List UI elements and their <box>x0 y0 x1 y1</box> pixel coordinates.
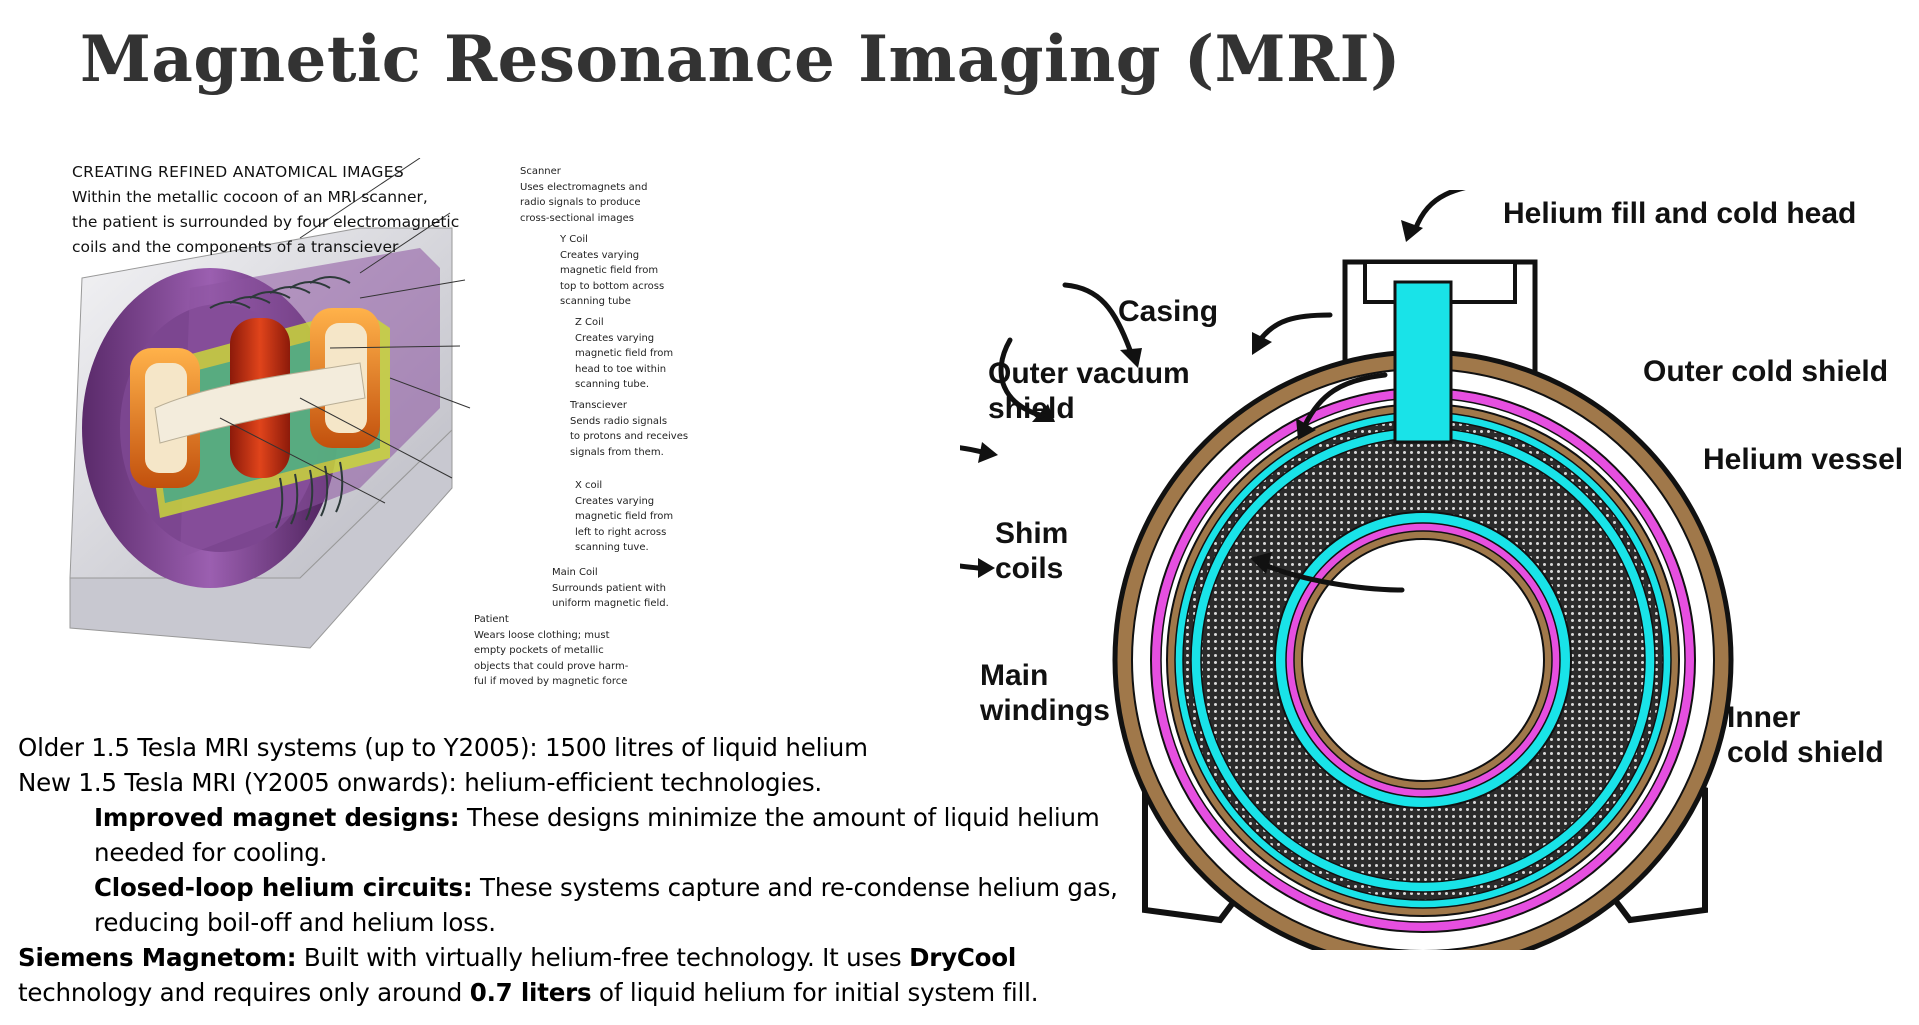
callout-line: magnetic field from <box>575 348 674 359</box>
notes-text: Older 1.5 Tesla MRI systems (up to Y2005… <box>18 730 1118 1010</box>
callout-line: to protons and receives <box>570 431 689 442</box>
label-line: cold shield <box>1727 736 1884 769</box>
callout-line: Uses electromagnets and <box>520 181 648 193</box>
label-line: shield <box>988 392 1075 425</box>
callout-line: scanning tube. <box>575 379 650 390</box>
callout-z-coil: Z Coil Creates varying magnetic field fr… <box>575 315 673 393</box>
callout-title: X coil <box>575 480 603 491</box>
note-new-systems: New 1.5 Tesla MRI (Y2005 onwards): heliu… <box>18 768 823 797</box>
note-bold: DryCool <box>909 943 1017 972</box>
label-line: Inner <box>1727 701 1801 734</box>
label-outer-cold-shield: Outer cold shield <box>1643 355 1889 388</box>
callout-title: Z Coil <box>575 317 604 328</box>
label-line: Shim <box>995 517 1069 550</box>
callout-title: Y Coil <box>560 234 588 245</box>
arrow-casing <box>1062 282 1133 353</box>
callout-line: Creates varying <box>575 332 655 344</box>
label-line: Outer vacuum <box>988 357 1190 390</box>
note-closed-loop: Closed-loop helium circuits: These syste… <box>18 870 1118 940</box>
label-inner-cold-shield: Inner cold shield <box>1727 700 1884 770</box>
callout-line: Surrounds patient with <box>552 582 667 594</box>
callout-line: left to right across <box>575 526 667 538</box>
callout-title: Transciever <box>570 400 628 411</box>
arrow-helium-fill <box>1412 190 1467 233</box>
note-bold: Siemens Magnetom: <box>18 943 297 972</box>
figure-subtitle-line: coils and the components of a transcieve… <box>72 238 399 256</box>
callout-line: magnetic field from <box>560 265 659 276</box>
page-title: Magnetic Resonance Imaging (MRI) <box>80 22 1401 97</box>
callout-title: Patient <box>474 614 509 625</box>
arrow-helium-vessel <box>1302 372 1388 428</box>
figure-subtitle-line: the patient is surrounded by four electr… <box>72 213 460 231</box>
callout-scanner: Scanner Uses electromagnets and radio si… <box>520 164 647 226</box>
magnet-cross-section-diagram <box>960 190 1734 950</box>
callout-transciever: Transciever Sends radio signals to proto… <box>570 398 688 460</box>
label-helium-fill: Helium fill and cold head <box>1503 197 1857 230</box>
label-line: coils <box>995 552 1064 585</box>
label-casing: Casing <box>1118 295 1219 328</box>
bore <box>1301 538 1545 782</box>
note-text: of liquid helium for initial system fill… <box>591 978 1039 1007</box>
callout-line: radio signals to produce <box>520 197 641 208</box>
callout-x-coil: X coil Creates varying magnetic field fr… <box>575 478 673 556</box>
callout-main-coil: Main Coil Surrounds patient with uniform… <box>552 565 669 612</box>
arrow-inner-cold <box>1262 562 1405 593</box>
callout-patient: Patient Wears loose clothing; must empty… <box>474 612 628 690</box>
callout-line: cross-sectional images <box>520 212 634 224</box>
callout-title: Main Coil <box>552 567 598 578</box>
callout-line: objects that could prove harm- <box>474 660 629 672</box>
callout-line: empty pockets of metallic <box>474 645 604 656</box>
arrow-main <box>960 563 981 571</box>
callout-line: Creates varying <box>560 249 640 261</box>
label-line: windings <box>980 694 1110 727</box>
callout-y-coil: Y Coil Creates varying magnetic field fr… <box>560 232 664 310</box>
callout-line: scanning tuve. <box>575 542 649 553</box>
callout-line: Wears loose clothing; must <box>474 629 610 641</box>
arrow-shim <box>960 445 985 455</box>
figure-heading-block: CREATING REFINED ANATOMICAL IMAGES Withi… <box>72 160 532 260</box>
note-bold: Improved magnet designs: <box>94 803 460 832</box>
label-outer-vacuum-shield: Outer vacuum shield <box>988 356 1190 426</box>
mri-scanner-cutaway-illustration <box>69 158 471 649</box>
note-text: These systems capture and re-condense he… <box>94 873 1118 937</box>
callout-line: ful if moved by magnetic force <box>474 676 628 687</box>
figure-heading: CREATING REFINED ANATOMICAL IMAGES <box>72 163 404 181</box>
arrow-outer-vacuum <box>998 337 1043 418</box>
note-text: Built with virtually helium-free technol… <box>296 943 910 972</box>
callout-title: Scanner <box>520 166 561 177</box>
callout-line: scanning tube <box>560 296 631 307</box>
callout-line: signals from them. <box>570 446 664 458</box>
callout-line: magnetic field from <box>575 511 674 522</box>
callout-line: top to bottom across <box>560 280 665 292</box>
label-main-windings: Main windings <box>980 658 1110 728</box>
label-shim-coils: Shim coils <box>995 516 1068 586</box>
callout-line: uniform magnetic field. <box>552 598 669 609</box>
label-line: Main <box>980 659 1049 692</box>
arrow-outer-cold <box>1257 312 1333 343</box>
callout-line: Sends radio signals <box>570 415 668 427</box>
note-siemens: Siemens Magnetom: Built with virtually h… <box>18 940 1118 1010</box>
callout-line: head to toe within <box>575 363 667 375</box>
label-helium-vessel: Helium vessel <box>1703 443 1904 476</box>
note-bold: 0.7 liters <box>469 978 592 1007</box>
note-older-systems: Older 1.5 Tesla MRI systems (up to Y2005… <box>18 733 868 762</box>
note-text: These designs minimize the amount of liq… <box>94 803 1100 867</box>
note-text: technology and requires only around <box>18 978 470 1007</box>
figure-subtitle-line: Within the metallic cocoon of an MRI sca… <box>72 188 428 206</box>
helium-fill-tube <box>1393 280 1453 444</box>
note-improved-magnet: Improved magnet designs: These designs m… <box>18 800 1118 870</box>
callout-line: Creates varying <box>575 495 655 507</box>
note-bold: Closed-loop helium circuits: <box>94 873 473 902</box>
